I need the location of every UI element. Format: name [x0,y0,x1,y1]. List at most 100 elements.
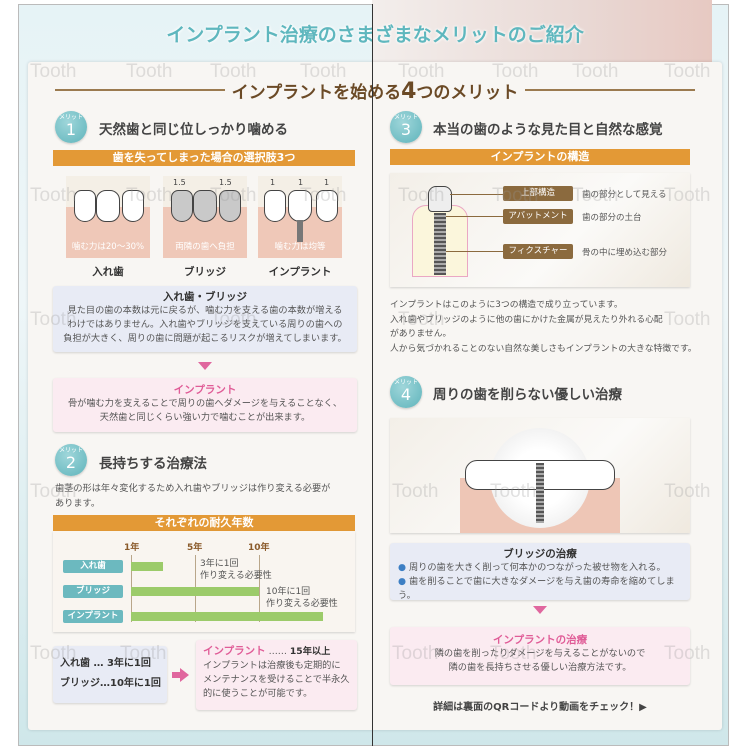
heading-rule-right [525,89,695,91]
heading-rule-left [55,89,225,91]
box-line: 見た目の歯の本数は元に戻るが、噛む力を支える歯の本数が増える [67,305,343,316]
bridge-image: 1.5 1.5 両隣の歯へ負担 [163,176,247,258]
options-bar: 歯を失ってしまった場合の選択肢3つ [53,150,355,166]
summary-left-box: 入れ歯 … 3年に1回 ブリッジ…10年に1回 [53,646,167,703]
page-title: インプラント治療のさまざまなメリットのご紹介 [166,24,584,46]
summary-value: 15年以上 [289,646,331,657]
summary-value: 10年に1回 [110,678,161,689]
merit-2-text: 歯茎の形は年々変化するため入れ歯やブリッジは作り変える必要があります。 [55,482,330,511]
text-line: あります。 [55,497,101,509]
part-tag: アバットメント [503,209,573,224]
summary-name: ブリッジ [60,678,100,689]
bullet-item: ● 周りの歯を大きく削って何本かのつながった被せ物を入れる。 [390,561,690,575]
bridge-treatment-box: ブリッジの治療 ● 周りの歯を大きく削って何本かのつながった被せ物を入れる。 ●… [390,543,690,603]
part-desc: 歯の部分として見える [582,190,667,200]
force-label: 1.5 [173,178,186,187]
implant-image: 1 1 1 噛む力は均等 [258,176,342,258]
box-line: メンテナンスを受けることで半永久 [203,674,350,685]
denture-note: 3年に1回作り変える必要性 [200,558,272,582]
summary-row: 入れ歯 … 3年に1回 [60,654,167,674]
implant-box: インプラント 骨が噛む力を支えることで周りの歯へダメージを与えることなく、 天然… [53,378,357,432]
box-line: 隣の歯を削ったりダメージを与えることがないので [434,648,646,659]
box-line: 隣の歯を長持ちさせる優しい治療方法です。 [448,662,632,673]
force-label: 1.5 [219,178,232,187]
leader-line [446,251,505,252]
box-title: インプラントの治療 [492,634,588,646]
summary-name: 入れ歯 [60,658,90,669]
fixture-screw-icon [434,213,446,275]
bridge-label: ブリッジ [184,266,226,278]
box-line: 骨が噛む力を支えることで周りの歯へダメージを与えることなく、 [67,398,343,409]
badge-number: 3 [400,120,412,139]
implant-caption: 噛む力は均等 [274,242,326,252]
heading-text: インプラントを始める [231,83,402,103]
gridline [259,555,260,622]
implant-treatment-box: インプラントの治療 隣の歯を削ったりダメージを与えることがないので 隣の歯を長持… [390,627,690,685]
summary-right-box: インプラント …… 15年以上 インプラントは治療後も定期的に メンテナンスを受… [196,640,357,710]
bridge-caption: 両隣の歯へ負担 [175,242,235,252]
badge-number: 2 [65,453,77,472]
bullet-text: 周りの歯を大きく削って何本かのつながった被せ物を入れる。 [408,562,666,573]
force-label: 1 [298,178,304,187]
heading-text-2: つのメリット [416,83,519,103]
header-teeth-image [372,0,712,70]
box-line: 的に使うことが可能です。 [203,688,313,699]
badge-label: メリット [58,114,83,121]
qr-video-link[interactable]: 詳細は裏面のQRコードより動画をチェック！▶ [433,702,647,713]
category-label: インプラント [63,610,123,623]
text-line: がありません。 [390,329,452,339]
text-line: インプラントはこのように3つの構造で成り立っています。 [390,300,623,310]
note-line: 作り変える必要性 [200,571,272,581]
part-desc: 骨の中に埋め込む部分 [582,248,668,258]
tick-label: 5年 [187,543,203,553]
durability-bar: それぞれの耐久年数 [53,515,355,531]
box-title: 入れ歯・ブリッジ [163,291,247,303]
note-line: 10年に1回 [266,587,311,597]
denture-bridge-box: 入れ歯・ブリッジ 見た目の歯の本数は元に戻るが、噛む力を支える歯の本数が増える … [53,286,357,352]
merit-1-title: 天然歯と同じ位しっかり噛める [99,122,288,138]
section-heading: インプラントを始める4つのメリット [28,78,722,104]
badge-label: メリット [393,114,418,121]
leader-line [446,216,505,217]
category-label: ブリッジ [63,585,123,598]
summary-row: ブリッジ…10年に1回 [60,674,167,694]
text-line: 人から気づかれることのない自然な美しさもインプラントの大きな特徴です。 [390,343,697,354]
implant-screw-icon [536,463,544,523]
summary-sep: … [100,678,110,689]
right-arrow-head [180,668,189,682]
tick-label: 1年 [124,543,140,553]
merit-3-text: インプラントはこのように3つの構造で成り立っています。入れ歯やブリッジのように他… [390,298,697,356]
force-label: 1 [324,178,330,187]
crown-icon [428,186,452,212]
note-line: 作り変える必要性 [266,599,338,609]
part-desc: 歯の部分の土台 [582,213,642,223]
denture-caption: 噛む力は20〜30% [71,242,145,252]
part-tag: 上部構造 [503,186,573,201]
merit-3-title: 本当の歯のような見た目と自然な感覚 [433,122,663,138]
bullet-text: 歯を削ることで歯に大きなダメージを与え歯の寿命を縮めてしまう。 [398,576,675,601]
note-line: 3年に1回 [200,559,239,569]
merit-4-title: 周りの歯を削らない優しい治療 [433,387,622,403]
bullet-item: ● 歯を削ることで歯に大きなダメージを与え歯の寿命を縮めてしまう。 [390,575,690,603]
bar-bridge [131,587,259,596]
bar-implant [131,612,323,621]
text-line: 歯茎の形は年々変化するため入れ歯やブリッジは作り変える必要が [55,483,331,494]
box-line: 天然歯と同じくらい強い力で噛むことが出来ます。 [99,412,311,423]
category-label: 入れ歯 [63,560,123,573]
down-arrow-icon [533,606,547,614]
bullet-icon: ● [398,576,407,587]
box-line: わけではありません。入れ歯やブリッジを支えている周りの歯への [67,319,343,330]
summary-value: 3年に1回 [106,658,151,669]
text-line: 入れ歯やブリッジのように他の歯にかけた金属が見えたり外れる心配 [390,314,663,325]
implant-label: インプラント [268,266,332,278]
heading-number: 4 [401,79,417,104]
right-arrow-icon [172,672,180,678]
bullet-icon: ● [398,562,407,573]
box-title: ブリッジの治療 [503,548,577,560]
box-title: インプラント [173,384,237,396]
leader-line [450,194,505,195]
